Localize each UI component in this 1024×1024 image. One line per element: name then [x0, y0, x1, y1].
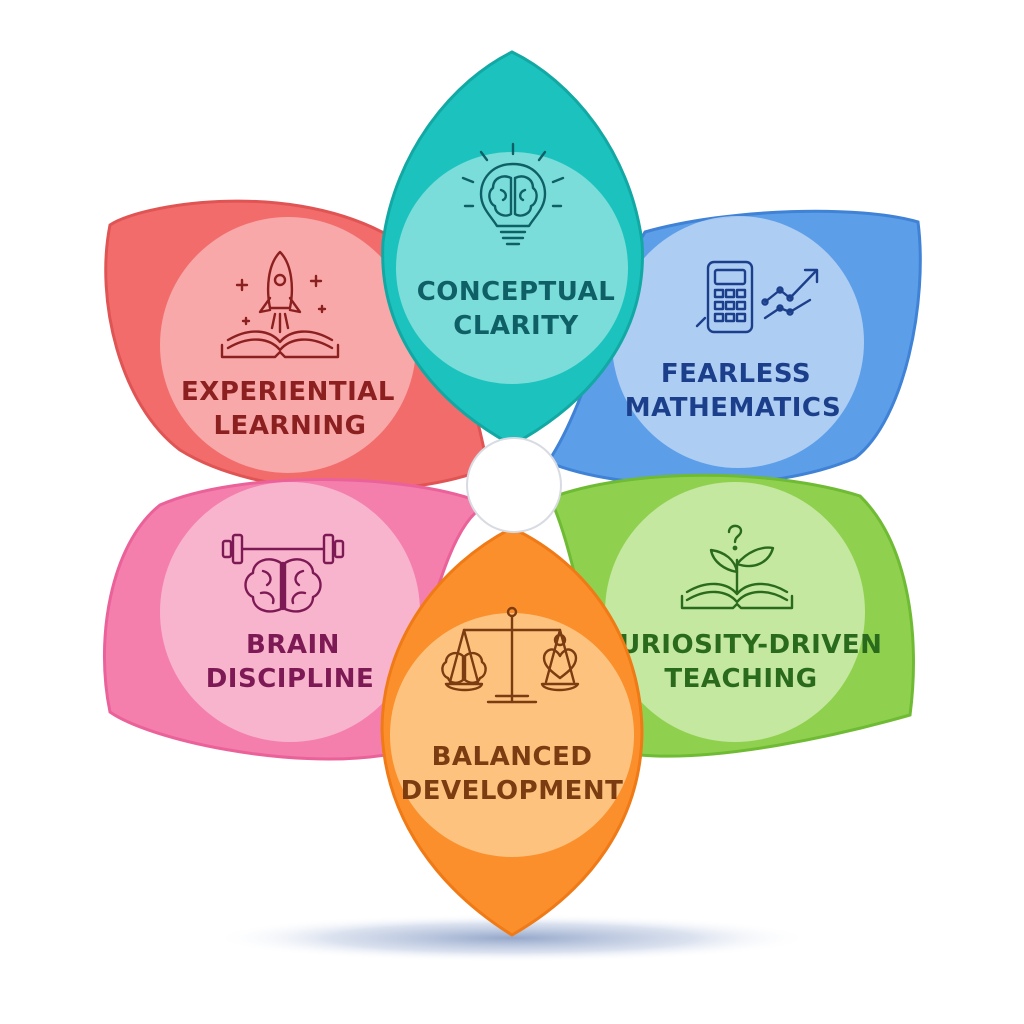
- petal-curiosity-driven-teaching[interactable]: CURIOSITY-DRIVEN TEACHING: [547, 473, 915, 758]
- petal-label-line-1: BALANCED: [432, 742, 593, 772]
- calculator-chart-icon: [695, 260, 819, 334]
- petal-inner-circle: [396, 152, 628, 384]
- rocket-book-icon: [220, 250, 340, 359]
- petal-inner-circle: [160, 482, 420, 742]
- brain-barbell-icon: [221, 533, 345, 613]
- lightbulb-brain-icon: [461, 142, 565, 246]
- petal-label-line-2: LEARNING: [213, 411, 366, 441]
- petal-label-line-2: CLARITY: [453, 311, 579, 341]
- petal-inner-circle: [160, 217, 416, 473]
- petal-label-line-1: FEARLESS: [661, 359, 811, 389]
- petal-inner-circle: [605, 482, 865, 742]
- petal-label-line-1: CONCEPTUAL: [417, 277, 616, 307]
- petal-label-line-2: TEACHING: [664, 664, 817, 694]
- petal-inner-circle: [612, 216, 864, 468]
- petal-label-line-2: DEVELOPMENT: [401, 776, 624, 806]
- ground-shadow: [212, 914, 812, 962]
- petal-conceptual-clarity[interactable]: CONCEPTUAL CLARITY: [381, 50, 644, 447]
- scale-brain-heart-icon: [441, 606, 580, 704]
- center-circle: [466, 437, 562, 533]
- plant-book-icon: [680, 524, 794, 610]
- petal-label-line-2: DISCIPLINE: [206, 664, 375, 694]
- petal-label-line-1: BRAIN: [246, 630, 340, 660]
- petal-balanced-development[interactable]: BALANCED DEVELOPMENT: [380, 526, 644, 937]
- petal-label-line-1: EXPERIENTIAL: [181, 377, 395, 407]
- petal-label-line-1: CURIOSITY-DRIVEN: [600, 630, 883, 660]
- petal-brain-discipline[interactable]: BRAIN DISCIPLINE: [102, 478, 493, 761]
- petal-label-line-2: MATHEMATICS: [625, 393, 841, 423]
